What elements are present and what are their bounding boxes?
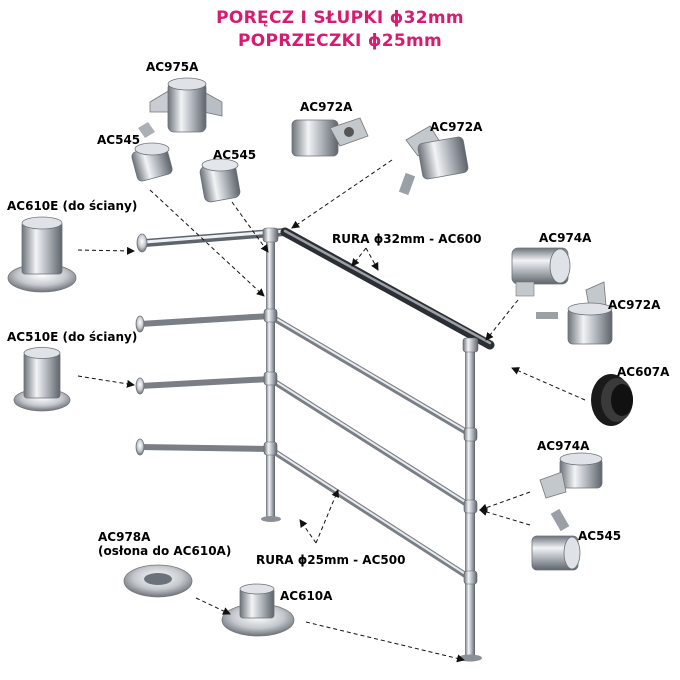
label-ac975a: AC975A [146, 60, 199, 74]
label-ac610a: AC610A [280, 589, 333, 603]
ac610e-part [7, 216, 77, 293]
ac545-left-part [131, 122, 173, 182]
ac510e-part [13, 347, 71, 412]
label-ac610e: AC610E (do ściany) [7, 199, 138, 213]
wall-flanges [135, 233, 148, 456]
label-ac978a: AC978A [98, 530, 151, 544]
label-ac545-left: AC545 [97, 133, 141, 147]
title-line-1: PORĘCZ I SŁUPKI ϕ32mm [216, 8, 464, 28]
label-ac974a-top: AC974A [539, 231, 592, 245]
ac975a-part [149, 77, 223, 133]
label-ac972a-3: AC972A [608, 298, 661, 312]
label-ac974a-bottom: AC974A [537, 439, 590, 453]
ac972a-3-part [536, 281, 613, 345]
label-ac978a-note: (osłona do AC610A) [98, 544, 232, 558]
label-ac972a-2: AC972A [430, 120, 483, 134]
ac607a-part [591, 374, 633, 426]
ac974a-bottom-part [539, 452, 603, 499]
label-ac972a-1: AC972A [300, 100, 353, 114]
title-line-2: POPRZECZKI ϕ25mm [237, 31, 443, 51]
label-ac510e: AC510E (do ściany) [7, 330, 138, 344]
ac610a-part [221, 583, 295, 637]
ac545-right-part [531, 508, 581, 571]
ac974a-top-part [511, 247, 571, 297]
label-ac545-mid: AC545 [213, 148, 257, 162]
label-rura32: RURA ϕ32mm - AC600 [332, 232, 482, 246]
ac972a-2-part [398, 125, 469, 196]
label-ac545-right: AC545 [578, 529, 622, 543]
label-ac607a: AC607A [617, 365, 670, 379]
leader-lines [77, 159, 586, 663]
joints [262, 227, 479, 585]
ac972a-1-part [291, 117, 369, 157]
handrail-top [141, 227, 495, 350]
crossbars [137, 313, 473, 581]
label-rura25: RURA ϕ25mm - AC500 [256, 553, 406, 567]
ac545-mid-part [199, 158, 241, 203]
ac978a-part [123, 564, 193, 598]
